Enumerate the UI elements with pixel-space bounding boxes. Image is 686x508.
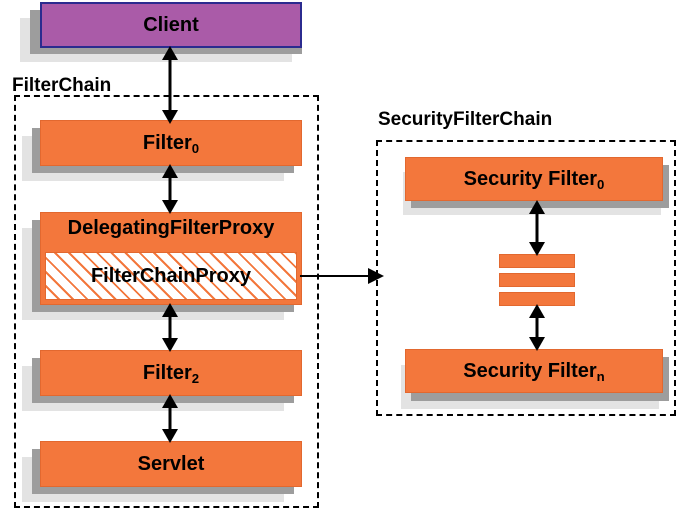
arrow-filter0-delegatingfilterproxy	[158, 164, 182, 214]
node-security-filter-n[interactable]: Security Filtern	[405, 349, 663, 393]
ellipsis-bar-1	[499, 254, 575, 268]
node-client-label: Client	[143, 13, 199, 36]
arrow-securityfilter0-ellipsis	[525, 200, 549, 256]
arrow-filterchainproxy-securityfilterchain	[300, 264, 384, 288]
arrow-client-filter0	[158, 46, 182, 124]
group-label-filterchain: FilterChain	[12, 75, 112, 96]
node-filter-0-subscript: 0	[191, 140, 200, 156]
node-servlet[interactable]: Servlet	[40, 441, 302, 487]
node-filter-chain-proxy-label: FilterChainProxy	[90, 264, 252, 287]
node-security-filter-0[interactable]: Security Filter0	[405, 157, 663, 201]
node-security-filter-n-label: Security Filtern	[463, 359, 605, 384]
node-security-filter-n-subscript: n	[596, 368, 605, 384]
node-client[interactable]: Client	[40, 2, 302, 48]
node-delegating-filter-proxy-label: DelegatingFilterProxy	[67, 217, 275, 239]
group-label-securityfilterchain: SecurityFilterChain	[378, 109, 553, 130]
node-filter-2-text: Filter	[142, 361, 192, 384]
arrow-ellipsis-securityfiltern	[525, 304, 549, 351]
arrow-filter2-servlet	[158, 394, 182, 443]
node-security-filter-0-label: Security Filter0	[463, 167, 605, 192]
group-box-filterchain	[14, 95, 319, 508]
ellipsis-bar-2	[499, 273, 575, 287]
node-filter-2[interactable]: Filter2	[40, 350, 302, 396]
arrow-delegatingfilterproxy-filter2	[158, 303, 182, 352]
node-security-filter-0-text: Security Filter	[463, 167, 598, 190]
node-filter-2-label: Filter2	[142, 361, 200, 386]
node-filter-0-text: Filter	[142, 131, 192, 154]
node-filter-0[interactable]: Filter0	[40, 120, 302, 166]
node-security-filter-0-subscript: 0	[597, 176, 605, 192]
node-filter-2-subscript: 2	[191, 370, 200, 386]
node-security-filter-n-text: Security Filter	[463, 359, 597, 382]
node-filter-chain-proxy[interactable]: FilterChainProxy	[45, 252, 297, 300]
node-filter-0-label: Filter0	[142, 131, 200, 156]
node-servlet-label: Servlet	[137, 452, 205, 475]
